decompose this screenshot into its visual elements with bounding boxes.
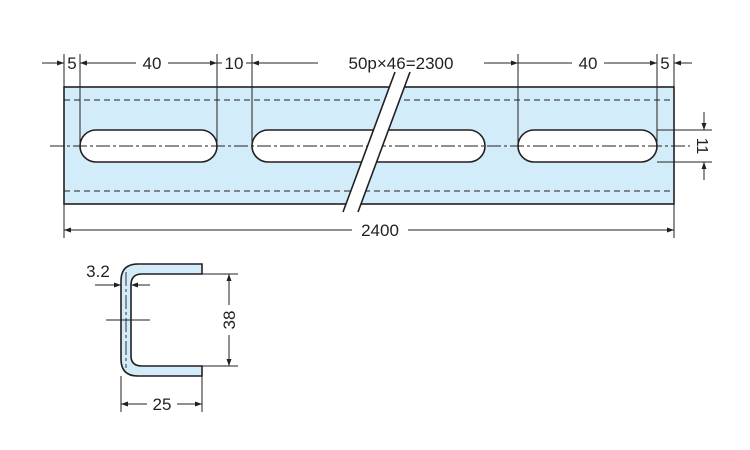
dim-last-slot: 40 (579, 54, 598, 73)
dim-total-length: 2400 (361, 221, 399, 240)
dim-pitch: 50p×46=2300 (349, 54, 454, 73)
dim-width: 25 (153, 395, 172, 414)
top-dimensions: 5 40 10 50p×46=2300 40 5 (42, 54, 692, 146)
break-line-right (357, 71, 411, 213)
slot-width-dimension: 11 (657, 112, 712, 180)
rail-plan-view (50, 71, 690, 213)
break-band (343, 72, 410, 212)
break-line-left (342, 71, 396, 213)
dim-end-left: 5 (67, 54, 76, 73)
rail-cross-section: 3.2 38 25 (86, 262, 239, 414)
dim-first-slot: 40 (143, 54, 162, 73)
dim-slot-width: 11 (693, 138, 710, 155)
dim-thickness: 3.2 (86, 262, 110, 281)
dim-height: 38 (220, 311, 239, 330)
dim-gap: 10 (225, 54, 244, 73)
total-length-dimension: 2400 (63, 204, 675, 240)
dim-end-right: 5 (660, 54, 669, 73)
